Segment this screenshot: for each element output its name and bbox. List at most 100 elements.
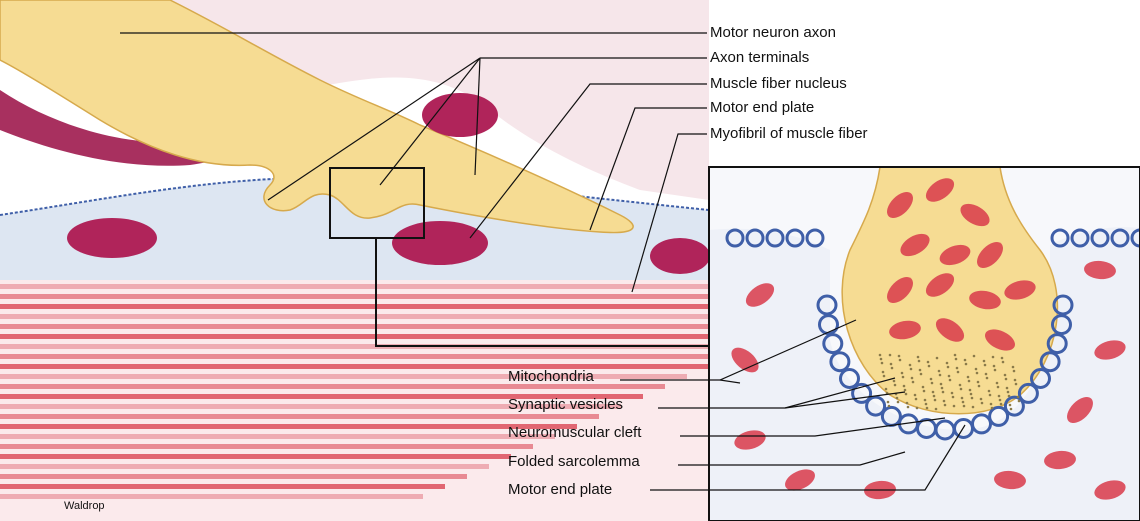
vesicle-dot: [994, 369, 997, 372]
vesicle-dot: [879, 354, 882, 357]
muscle-nucleus: [650, 238, 710, 274]
vesicle-dot: [914, 394, 917, 397]
vesicle-dot: [1002, 361, 1005, 364]
vesicle-dot: [930, 378, 933, 381]
vesicle-dot: [952, 396, 955, 399]
vesicle-dot: [918, 360, 921, 363]
vesicle-dot: [894, 384, 897, 387]
vesicle-dot: [1014, 379, 1017, 382]
vesicle-dot: [983, 360, 986, 363]
vesicle-dot: [940, 383, 943, 386]
vesicle-dot: [1012, 366, 1015, 369]
myofibril-stripe: [0, 364, 709, 369]
vesicle-dot: [890, 363, 893, 366]
vesicle-dot: [1010, 408, 1013, 411]
vesicle-dot: [1006, 387, 1009, 390]
vesicle-dot: [891, 367, 894, 370]
vesicle-dot: [906, 402, 909, 405]
vesicle-dot: [986, 377, 989, 380]
myofibril-stripe: [0, 294, 709, 299]
vesicle-dot: [946, 362, 949, 365]
vesicle-dot: [910, 368, 913, 371]
vesicle-dot: [944, 404, 947, 407]
label-mitochondria: Mitochondria: [508, 368, 595, 385]
vesicle-dot: [953, 405, 956, 408]
vesicle-dot: [975, 368, 978, 371]
vesicle-dot: [947, 366, 950, 369]
label-motor-neuron-axon: Motor neuron axon: [710, 24, 836, 41]
vesicle-dot: [941, 387, 944, 390]
vesicle-dot: [1008, 395, 1011, 398]
myofibril-stripe: [0, 354, 709, 359]
vesicle-dot: [968, 380, 971, 383]
vesicle-dot: [969, 389, 972, 392]
vesicle-dot: [942, 391, 945, 394]
vesicle-dot: [963, 405, 966, 408]
vesicle-dot: [1013, 370, 1016, 373]
vesicle-dot: [977, 381, 980, 384]
vesicle-dot: [896, 397, 899, 400]
myofibril-stripe: [0, 414, 599, 419]
myofibril-stripe: [0, 324, 709, 329]
vesicle-dot: [907, 406, 910, 409]
vesicle-dot: [988, 390, 991, 393]
vesicle-dot: [967, 376, 970, 379]
label-synaptic-vesicles: Synaptic vesicles: [508, 396, 623, 413]
vesicle-dot: [951, 392, 954, 395]
vesicle-dot: [1018, 400, 1021, 403]
label-motor-end-plate-inset: Motor end plate: [508, 481, 612, 498]
vesicle-dot: [920, 373, 923, 376]
vesicle-dot: [902, 376, 905, 379]
label-muscle-fiber-nucleus: Muscle fiber nucleus: [710, 75, 847, 92]
vesicle-dot: [996, 382, 999, 385]
label-folded-sarcolemma: Folded sarcolemma: [508, 453, 640, 470]
vesicle-dot: [883, 375, 886, 378]
vesicle-dot: [933, 395, 936, 398]
credit-waldrop: Waldrop: [64, 500, 105, 512]
myofibril-stripe: [0, 314, 709, 319]
vesicle-dot: [924, 399, 927, 402]
vesicle-dot: [882, 371, 885, 374]
vesicle-dot: [893, 380, 896, 383]
vesicle-dot: [972, 406, 975, 409]
vesicle-dot: [973, 355, 976, 358]
vesicle-dot: [989, 394, 992, 397]
vesicle-dot: [1015, 383, 1018, 386]
vesicle-dot: [981, 402, 984, 405]
vesicle-dot: [1005, 378, 1008, 381]
vesicle-dot: [993, 365, 996, 368]
myofibril-stripe: [0, 464, 489, 469]
vesicle-dot: [922, 386, 925, 389]
vesicle-dot: [976, 372, 979, 375]
muscle-nucleus: [392, 221, 488, 265]
vesicle-dot: [889, 354, 892, 357]
vesicle-dot: [880, 358, 883, 361]
vesicle-dot: [1017, 396, 1020, 399]
vesicle-dot: [915, 398, 918, 401]
vesicle-dot: [961, 397, 964, 400]
vesicle-dot: [928, 365, 931, 368]
vesicle-dot: [957, 371, 960, 374]
vesicle-dot: [936, 357, 939, 360]
myofibril-stripe: [0, 474, 467, 479]
vesicle-dot: [935, 408, 938, 411]
vesicle-dot: [905, 393, 908, 396]
vesicle-dot: [991, 407, 994, 410]
vesicle-dot: [992, 356, 995, 359]
top-labels: Motor neuron axon Axon terminals Muscle …: [710, 24, 868, 142]
label-motor-end-plate: Motor end plate: [710, 99, 814, 116]
vesicle-dot: [990, 403, 993, 406]
main-illustration: [0, 0, 710, 521]
vesicle-dot: [934, 399, 937, 402]
vesicle-dot: [1000, 403, 1003, 406]
vesicle-dot: [903, 385, 906, 388]
vesicle-dot: [901, 372, 904, 375]
myofibril-stripe: [0, 434, 555, 439]
vesicle-dot: [984, 364, 987, 367]
vesicle-dot: [898, 355, 901, 358]
vesicle-dot: [965, 363, 968, 366]
vesicle-dot: [887, 401, 890, 404]
vesicle-dot: [938, 370, 941, 373]
vesicle-dot: [970, 393, 973, 396]
